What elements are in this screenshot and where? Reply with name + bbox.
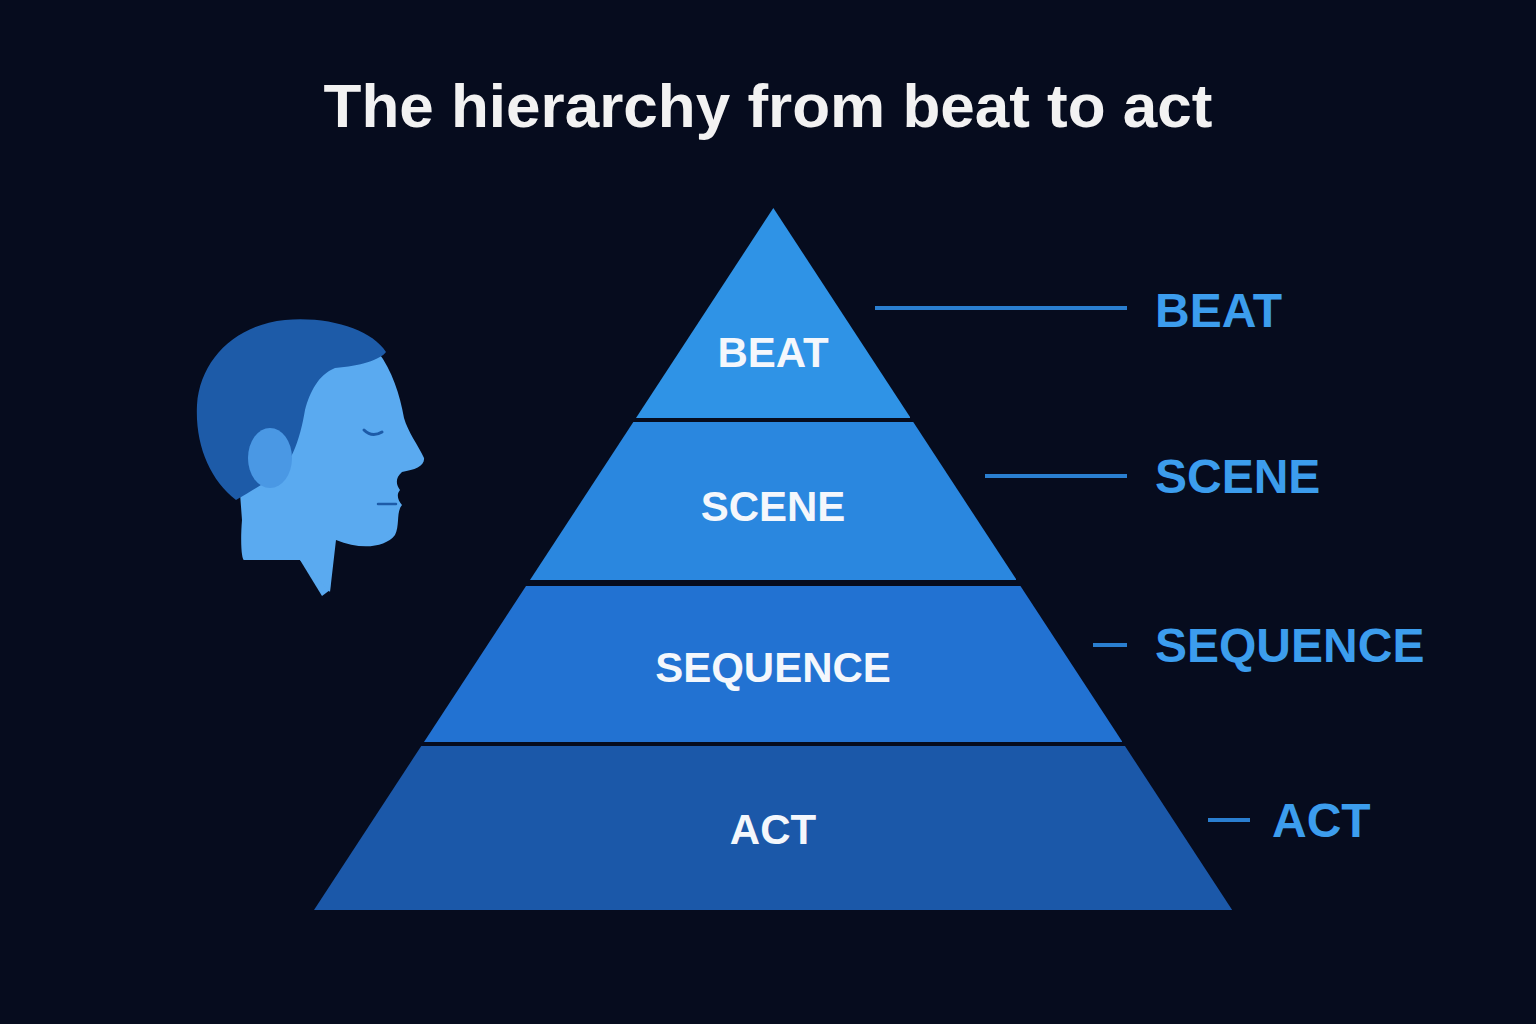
band-shape: [636, 208, 911, 418]
pyramid-band: SEQUENCE: [424, 586, 1122, 742]
band-fill: [530, 422, 1017, 580]
leader-line: [1093, 643, 1127, 647]
band-label: ACT: [314, 806, 1232, 854]
band-label: SCENE: [530, 483, 1017, 531]
head-illustration: [197, 319, 424, 596]
pyramid-band: ACT: [314, 746, 1232, 910]
side-label: SEQUENCE: [1155, 618, 1424, 673]
band-fill: [424, 586, 1122, 742]
band-label: SEQUENCE: [424, 644, 1122, 692]
band-fill: [314, 746, 1232, 910]
pyramid-band: BEAT: [636, 208, 911, 418]
leader-line: [875, 306, 1127, 310]
side-label: SCENE: [1155, 449, 1320, 504]
band-fill: [636, 208, 911, 418]
side-label: BEAT: [1155, 283, 1282, 338]
pyramid-band: SCENE: [530, 422, 1017, 580]
leader-line: [985, 474, 1127, 478]
leader-line: [1208, 818, 1250, 822]
diagram-title: The hierarchy from beat to act: [0, 70, 1536, 141]
side-label: ACT: [1272, 793, 1371, 848]
band-label: BEAT: [636, 329, 911, 377]
